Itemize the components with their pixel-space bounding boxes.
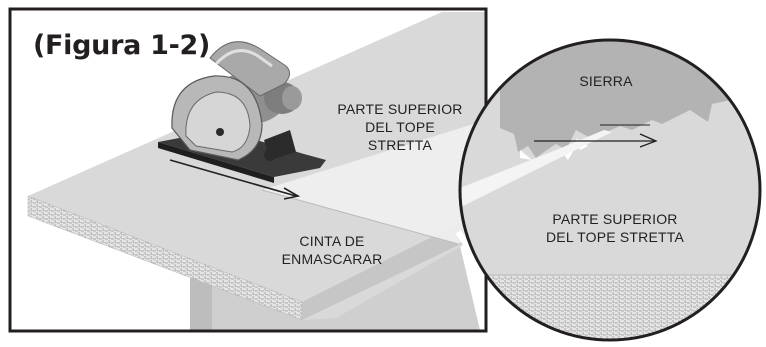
circular-saw: [158, 41, 326, 200]
counter-top-label-line1: PARTE SUPERIOR: [337, 101, 463, 117]
masking-tape-label: CINTA DE ENMASCARAR: [262, 232, 402, 268]
counter-top-detail-line2: DEL TOPE STRETTA: [545, 229, 685, 245]
masking-tape-strip: [262, 120, 486, 244]
detail-circle-border: [458, 38, 762, 342]
counter-top-label: PARTE SUPERIOR DEL TOPE STRETTA: [320, 100, 480, 154]
masking-tape-label-line2: ENMASCARAR: [281, 251, 383, 267]
counter-top-detail-label: PARTE SUPERIOR DEL TOPE STRETTA: [530, 210, 700, 246]
figure-title: (Figura 1-2): [33, 30, 211, 61]
masking-tape-detail: [460, 130, 612, 210]
main-illustration: [10, 9, 486, 331]
counter-top-label-line2: DEL TOPE: [365, 119, 435, 135]
detail-magnifier: [458, 38, 762, 342]
counter-top-label-line3: STRETTA: [367, 137, 433, 153]
saw-label: SIERRA: [579, 73, 633, 89]
counter-edge-detail: [460, 275, 760, 340]
saw-blade-teeth: [500, 40, 740, 158]
masking-tape-label-line1: CINTA DE: [299, 233, 365, 249]
counter-top-detail-line1: PARTE SUPERIOR: [552, 211, 678, 227]
